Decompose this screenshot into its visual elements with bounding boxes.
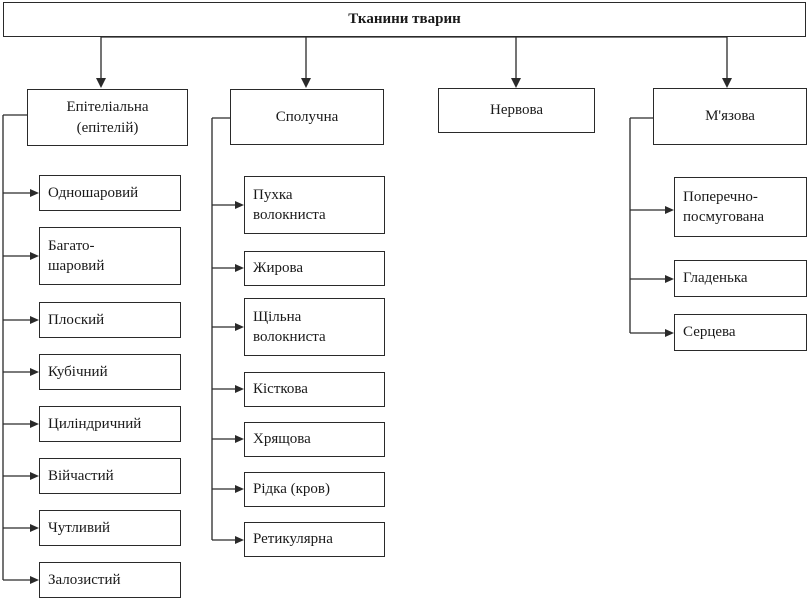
leaf-label: Циліндричний <box>48 415 142 432</box>
leaf-label: Жирова <box>253 260 304 277</box>
leaf-label: Хрящова <box>253 431 311 448</box>
leaf-label: Щільна волокниста <box>253 308 326 345</box>
leaf-connective-5: Хрящова <box>244 422 385 457</box>
leaf-epithelial-5: Циліндричний <box>39 406 181 442</box>
leaf-connective-3: Щільна волокниста <box>244 298 385 356</box>
root-node: Тканини тварин <box>3 2 806 37</box>
leaf-label: Ретикулярна <box>253 531 333 548</box>
leaf-epithelial-4: Кубічний <box>39 354 181 390</box>
leaf-connective-7: Ретикулярна <box>244 522 385 557</box>
leaf-label: Серцева <box>683 324 736 341</box>
leaf-label: Пухка волокниста <box>253 186 326 223</box>
node-muscle-label: М'язова <box>705 108 755 125</box>
leaf-label: Війчастий <box>48 467 114 484</box>
leaf-connective-4: Кісткова <box>244 372 385 407</box>
leaf-epithelial-1: Одношаровий <box>39 175 181 211</box>
leaf-connective-6: Рідка (кров) <box>244 472 385 507</box>
node-nervous: Нервова <box>438 88 595 133</box>
node-connective-label: Сполучна <box>275 108 339 125</box>
leaf-label: Багато- шаровий <box>48 237 105 274</box>
leaf-muscle-1: Поперечно- посмугована <box>674 177 807 237</box>
node-muscle: М'язова <box>653 88 807 145</box>
leaf-epithelial-2: Багато- шаровий <box>39 227 181 285</box>
node-connective: Сполучна <box>230 89 384 145</box>
leaf-connective-1: Пухка волокниста <box>244 176 385 234</box>
node-nervous-label: Нервова <box>489 102 543 119</box>
leaf-label: Чутливий <box>48 519 111 536</box>
leaf-label: Гладенька <box>683 270 748 287</box>
leaf-connective-2: Жирова <box>244 251 385 286</box>
leaf-label: Залозистий <box>48 571 121 588</box>
leaf-epithelial-6: Війчастий <box>39 458 181 494</box>
leaf-label: Одношаровий <box>48 184 139 201</box>
node-epithelial-label: Епітеліальна (епітелій) <box>66 99 149 136</box>
node-epithelial: Епітеліальна (епітелій) <box>27 89 188 146</box>
leaf-epithelial-7: Чутливий <box>39 510 181 546</box>
leaf-epithelial-3: Плоский <box>39 302 181 338</box>
leaf-label: Кубічний <box>48 363 108 380</box>
leaf-muscle-3: Серцева <box>674 314 807 351</box>
leaf-label: Плоский <box>48 311 105 328</box>
leaf-label: Поперечно- посмугована <box>683 188 765 225</box>
root-label: Тканини тварин <box>348 11 461 28</box>
leaf-muscle-2: Гладенька <box>674 260 807 297</box>
leaf-label: Кісткова <box>253 381 308 398</box>
leaf-epithelial-8: Залозистий <box>39 562 181 598</box>
leaf-label: Рідка (кров) <box>253 481 330 498</box>
